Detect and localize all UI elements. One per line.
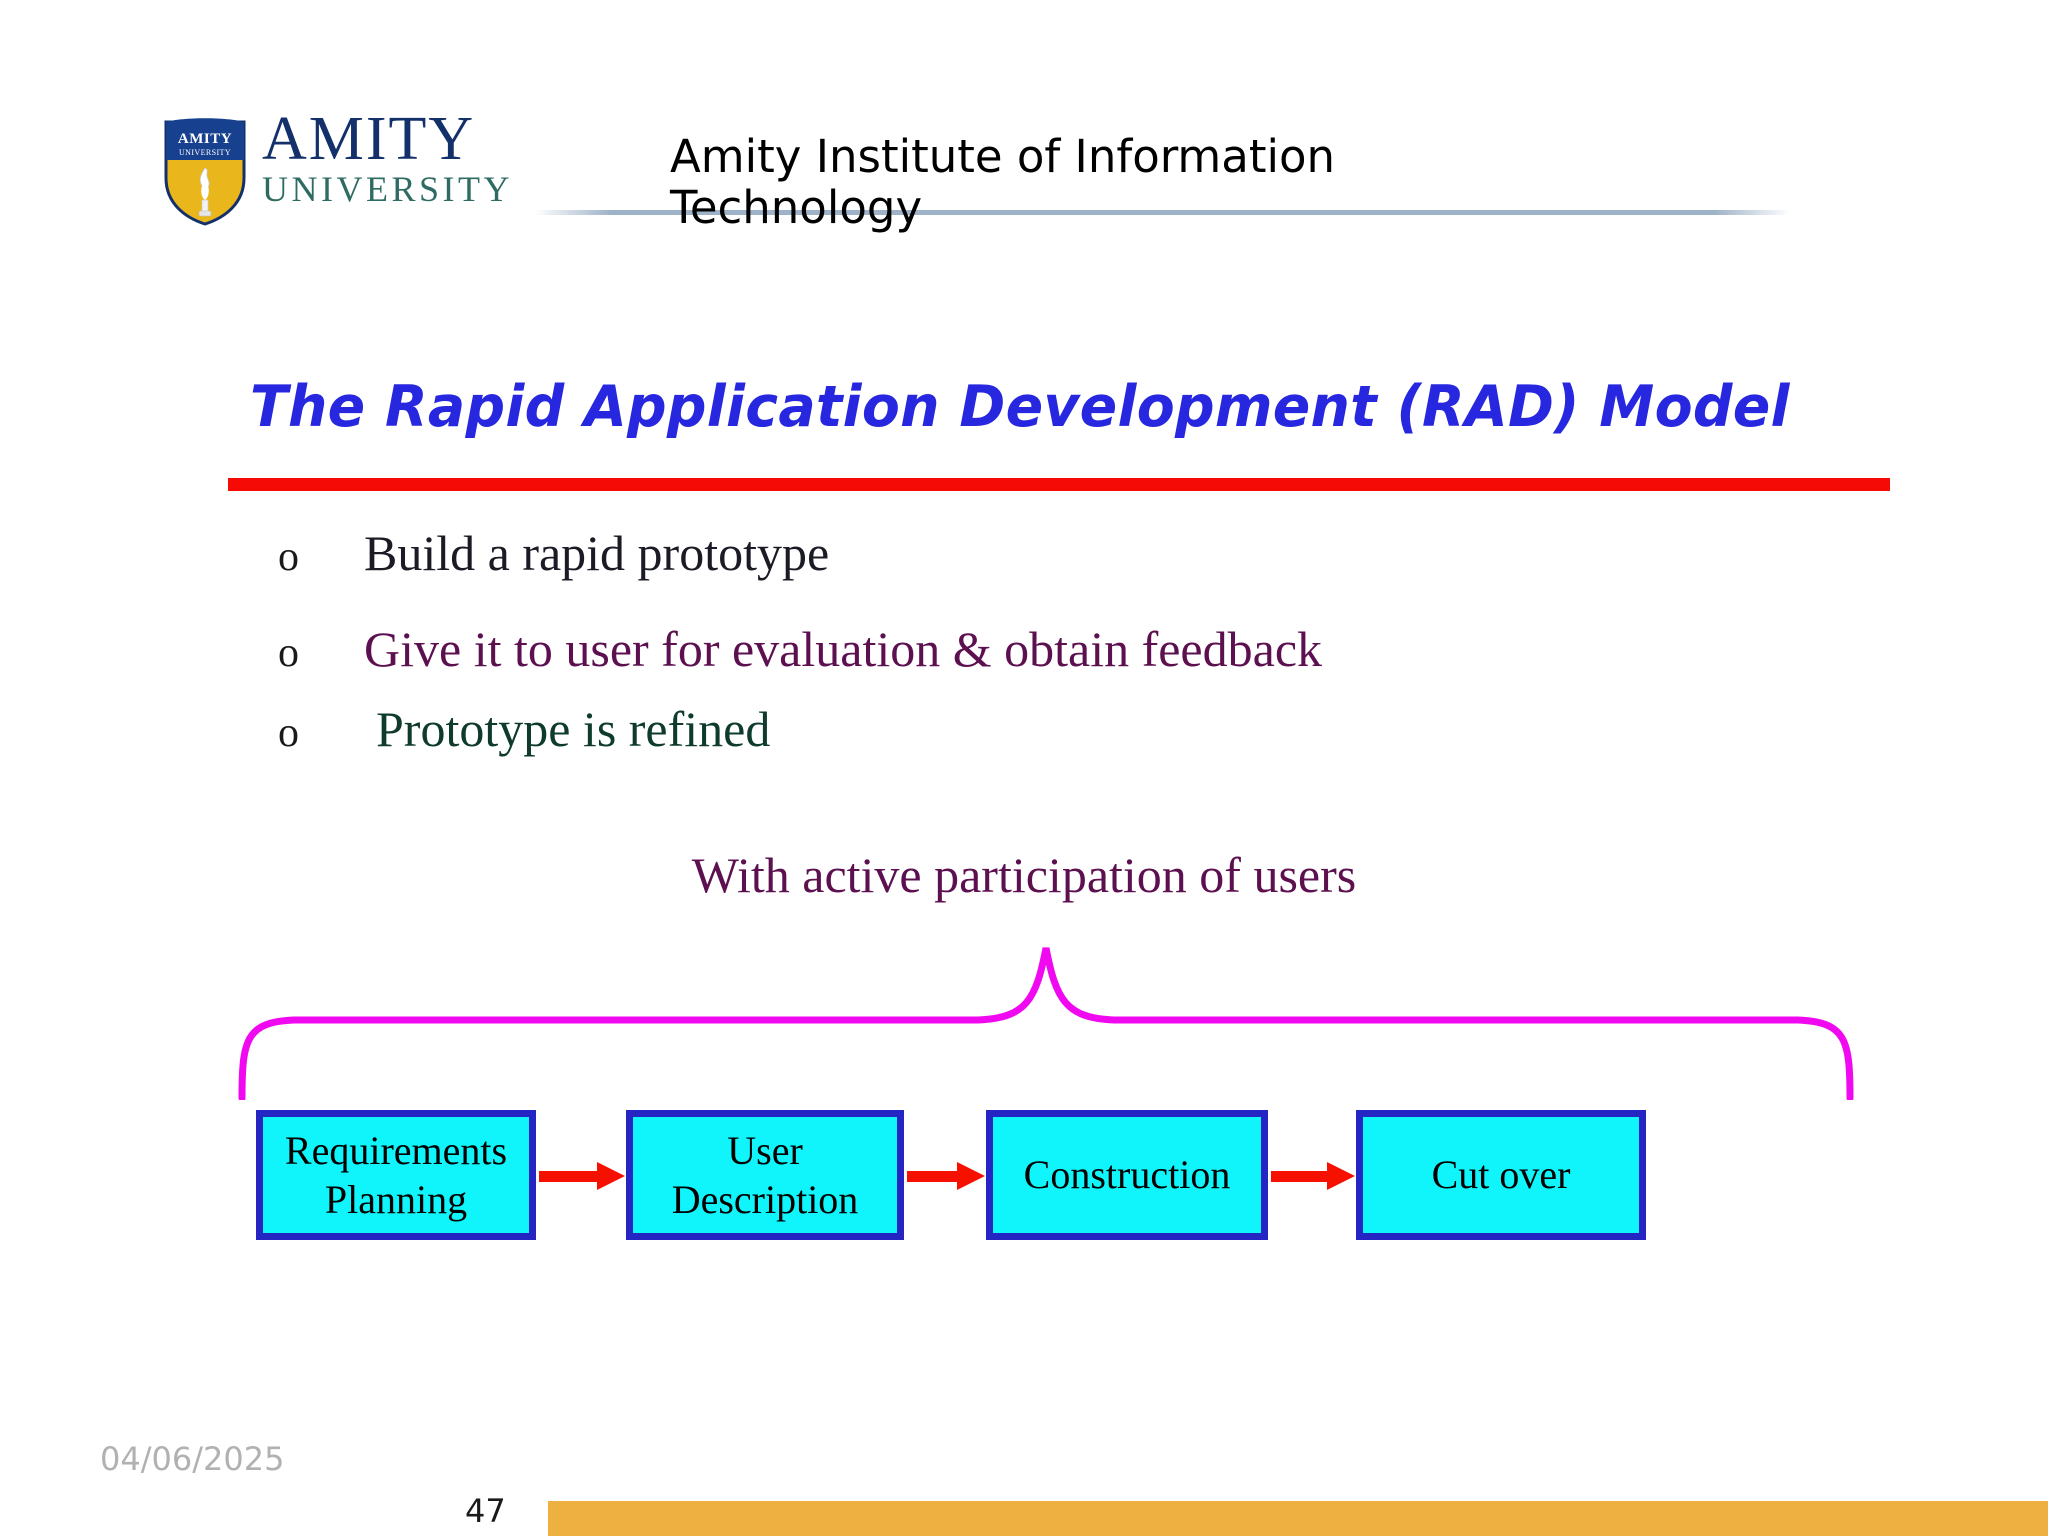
arrow-head [957, 1162, 985, 1190]
flow-box-label-line2: Planning [324, 1177, 468, 1222]
bullet-marker-icon: o [278, 710, 299, 756]
flow-box-label-line1: Cut over [1431, 1152, 1571, 1198]
slide-title: The Rapid Application Development (RAD) … [250, 374, 1790, 440]
flow-box-label-line1: User [727, 1127, 803, 1173]
header-divider-line [535, 210, 1790, 215]
bullet-item: o Prototype is refined [278, 704, 1778, 754]
bullet-list: o Build a rapid prototype o Give it to u… [278, 528, 1778, 754]
bullet-text: Build a rapid prototype [364, 525, 830, 581]
flow-arrow-icon [907, 1162, 985, 1190]
flow-box-user-description[interactable]: User Description [626, 1110, 904, 1240]
footer-date: 04/06/2025 [100, 1440, 285, 1478]
rad-flow-diagram: Requirements Planning User Description C… [0, 940, 2048, 1260]
slide-header: AMITY UNIVERSITY AMITY UNIVERSITY Amity … [0, 0, 2048, 270]
bullet-item: o Give it to user for evaluation & obtai… [278, 624, 1778, 674]
title-underline-rule [228, 478, 1890, 491]
institute-name: Amity Institute of Information Technolog… [670, 130, 1336, 234]
bullet-marker-icon: o [278, 534, 299, 580]
flow-arrow-icon [539, 1162, 625, 1190]
flow-arrow-icon [1271, 1162, 1355, 1190]
amity-wordmark: AMITY UNIVERSITY [262, 105, 552, 209]
arrow-shaft [539, 1171, 597, 1182]
flow-box-construction[interactable]: Construction [986, 1110, 1268, 1240]
amity-crest-icon: AMITY UNIVERSITY [162, 116, 248, 226]
flow-box-label-line1: Requirements [284, 1127, 508, 1173]
flow-box-label-line2: Description [671, 1177, 859, 1222]
curly-brace-icon [238, 947, 1854, 1100]
flow-row: Requirements Planning User Description C… [256, 1110, 1866, 1240]
arrow-head [597, 1162, 625, 1190]
amity-university-logo: AMITY UNIVERSITY AMITY UNIVERSITY [150, 105, 552, 235]
flow-box-requirements-planning[interactable]: Requirements Planning [256, 1110, 536, 1240]
flow-box-cut-over[interactable]: Cut over [1356, 1110, 1646, 1240]
bullet-text: Give it to user for evaluation & obtain … [364, 621, 1323, 677]
arrow-shaft [1271, 1171, 1327, 1182]
bullet-item: o Build a rapid prototype [278, 528, 1778, 578]
bullet-text: Prototype is refined [376, 701, 771, 757]
arrow-shaft [907, 1171, 957, 1182]
svg-text:AMITY: AMITY [178, 131, 232, 147]
flow-box-label-line1: Construction [1023, 1152, 1231, 1198]
arrow-head [1327, 1162, 1355, 1190]
footer-accent-bar [548, 1501, 2048, 1536]
bullet-marker-icon: o [278, 630, 299, 676]
logo-wordmark-amity: AMITY [262, 105, 476, 173]
svg-text:UNIVERSITY: UNIVERSITY [179, 148, 231, 157]
logo-wordmark-university: UNIVERSITY [262, 168, 513, 209]
diagram-caption: With active participation of users [691, 847, 1357, 903]
footer-page-number: 47 [465, 1492, 506, 1530]
